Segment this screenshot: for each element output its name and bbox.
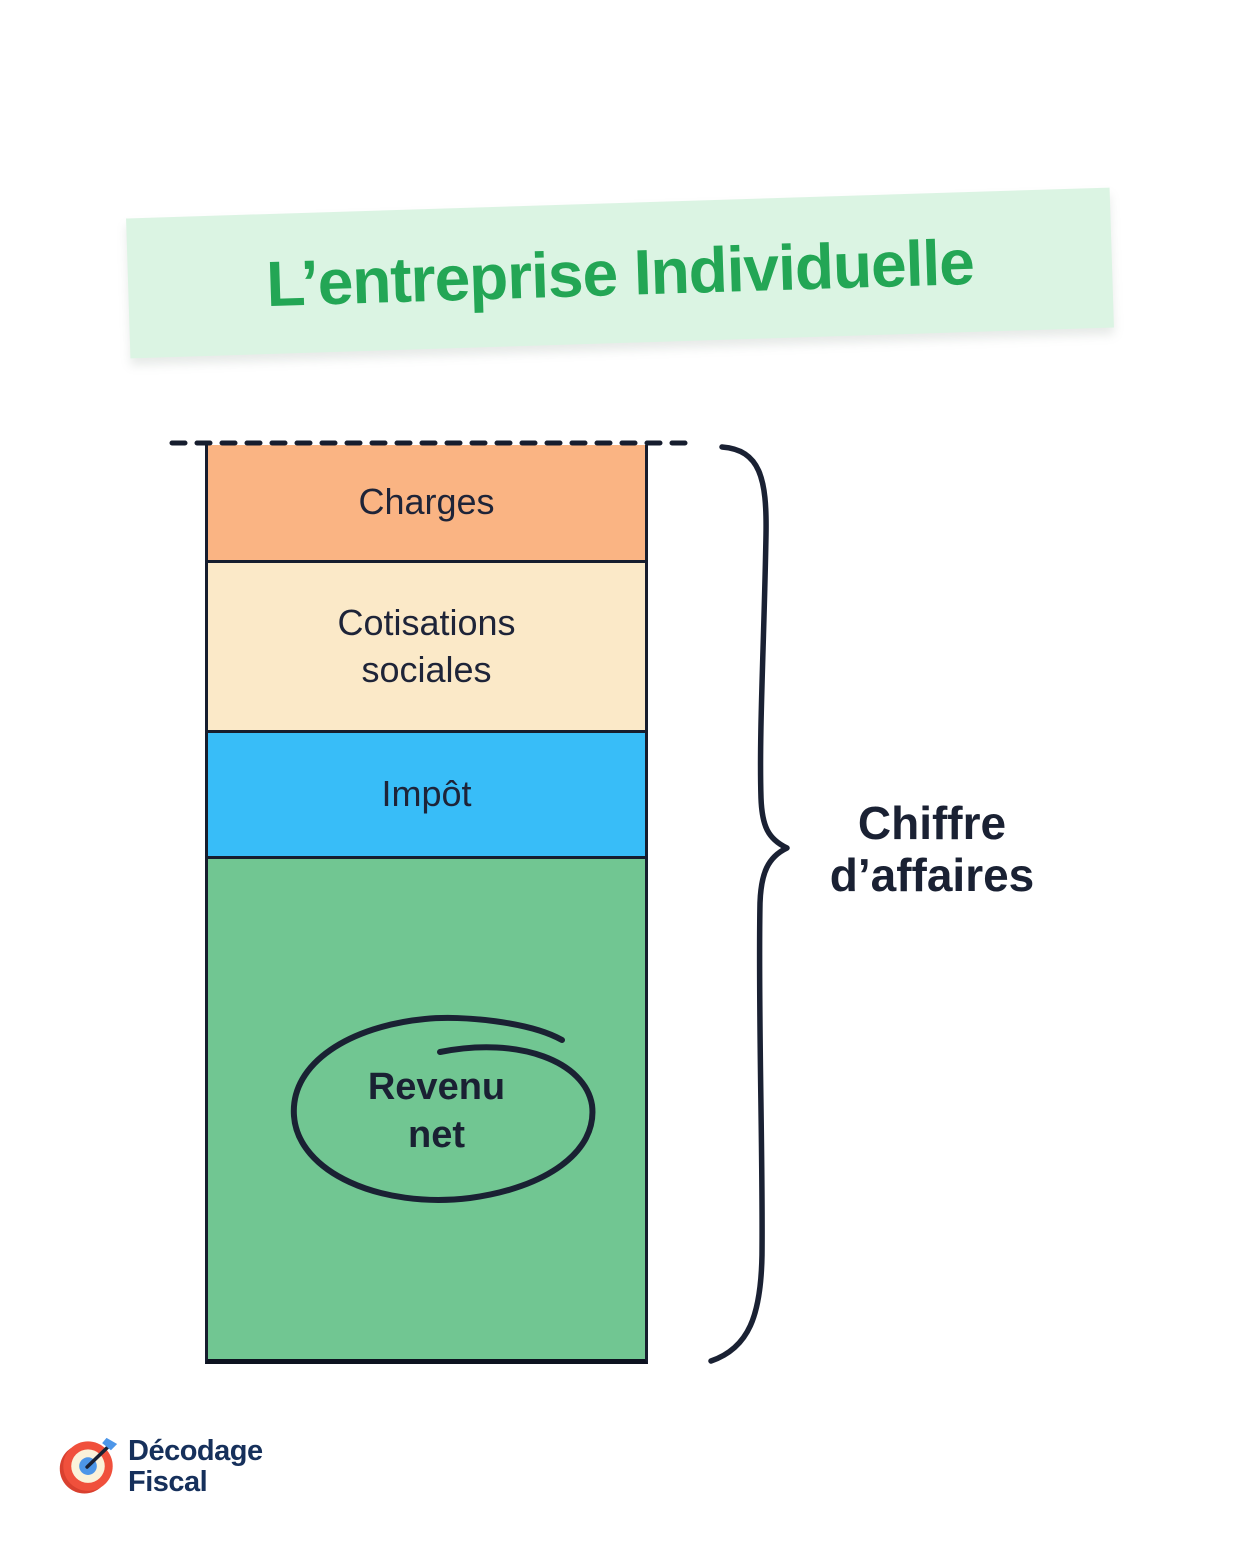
segment-charges-label: Charges [358,481,495,523]
brand-logo: Décodage Fiscal [58,1435,263,1499]
segment-revenu-net-label: Revenu net [367,1066,506,1156]
brand-logo-text: Décodage Fiscal [128,1435,263,1499]
segment-cotisations-sociales: Cotisations sociales [208,563,645,733]
segment-impot: Impôt [208,733,645,859]
brand-logo-line2: Fiscal [128,1466,208,1499]
stacked-bar: Charges Cotisations sociales Impôt Reven… [205,445,648,1364]
target-bullseye-icon [59,1438,118,1494]
segment-impot-label: Impôt [381,773,472,815]
segment-charges: Charges [208,445,645,563]
title-band: L’entreprise Individuelle [126,187,1114,359]
page-title: L’entreprise Individuelle [265,225,975,321]
curly-brace-icon [708,444,790,1364]
chiffre-affaires-label: Chiffre d’affaires [829,797,1035,901]
segment-revenu-net: Revenu net [208,859,645,1359]
segment-cotisations-label: Cotisations sociales [337,601,516,690]
brand-logo-line1: Décodage [128,1435,263,1467]
